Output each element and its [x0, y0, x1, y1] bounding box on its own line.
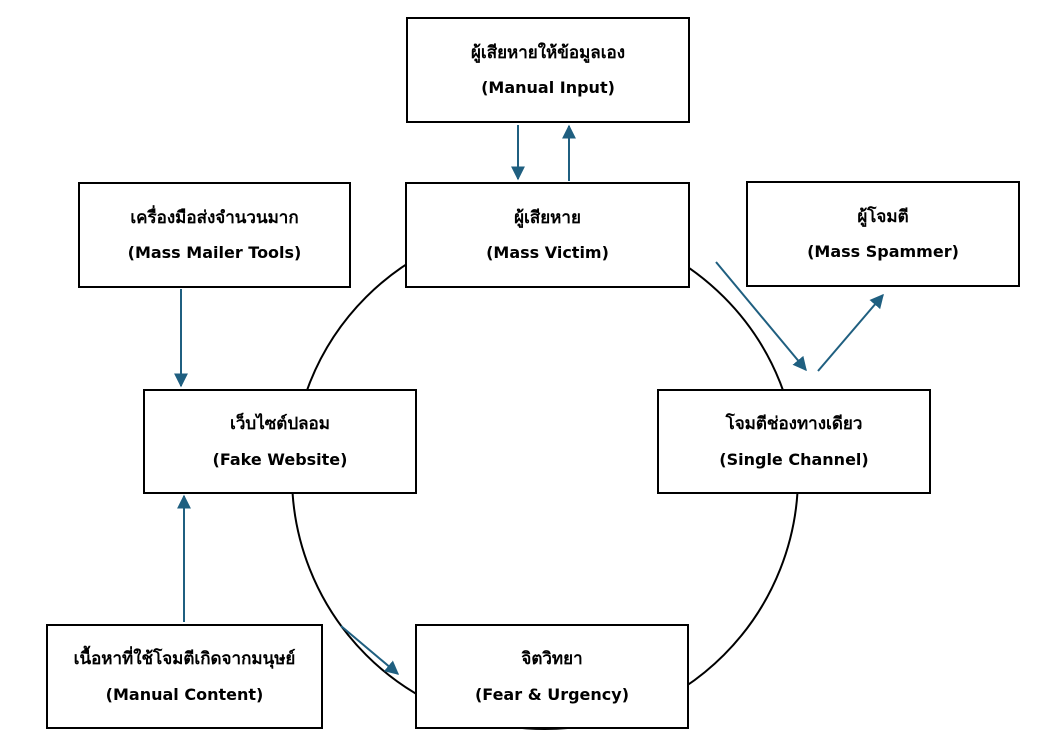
node-mass-victim-th: ผู้เสียหาย [514, 207, 581, 228]
node-single-channel-en: (Single Channel) [719, 449, 869, 469]
node-mass-spammer-en: (Mass Spammer) [807, 242, 959, 262]
node-manual-input-th: ผู้เสียหายให้ข้อมูลเอง [470, 42, 626, 63]
node-fake-website-en: (Fake Website) [212, 449, 348, 469]
node-manual-input-en: (Manual Input) [481, 78, 615, 98]
node-psychology-en: (Fear & Urgency) [474, 684, 630, 704]
node-psychology-th: จิตวิทยา [521, 649, 583, 670]
node-fake-website-th: เว็บไซต์ปลอม [230, 414, 330, 435]
node-mass-spammer: ผู้โจมตี (Mass Spammer) [746, 181, 1020, 287]
node-mass-mailer-tools-th: เครื่องมือส่งจำนวนมาก [130, 207, 299, 228]
node-mass-victim-en: (Mass Victim) [486, 243, 609, 263]
node-manual-content-en: (Manual Content) [105, 684, 264, 704]
node-manual-content: เนื้อหาที่ใช้โจมตีเกิดจากมนุษย์ (Manual … [46, 624, 323, 729]
node-mass-victim: ผู้เสียหาย (Mass Victim) [405, 182, 690, 288]
arrow-victim-to-single-channel [715, 261, 807, 372]
node-mass-mailer-tools-en: (Mass Mailer Tools) [127, 243, 302, 263]
node-manual-input: ผู้เสียหายให้ข้อมูลเอง (Manual Input) [406, 17, 690, 123]
node-mass-spammer-th: ผู้โจมตี [857, 206, 909, 227]
arrow-manual-content-to-psychology [340, 625, 400, 675]
node-manual-content-th: เนื้อหาที่ใช้โจมตีเกิดจากมนุษย์ [73, 649, 296, 670]
arrow-single-channel-to-spammer [817, 293, 884, 372]
node-fake-website: เว็บไซต์ปลอม (Fake Website) [143, 389, 417, 494]
node-single-channel: โจมตีช่องทางเดียว (Single Channel) [657, 389, 931, 494]
node-mass-mailer-tools: เครื่องมือส่งจำนวนมาก (Mass Mailer Tools… [78, 182, 351, 288]
node-psychology: จิตวิทยา (Fear & Urgency) [415, 624, 689, 729]
node-single-channel-th: โจมตีช่องทางเดียว [725, 414, 863, 435]
